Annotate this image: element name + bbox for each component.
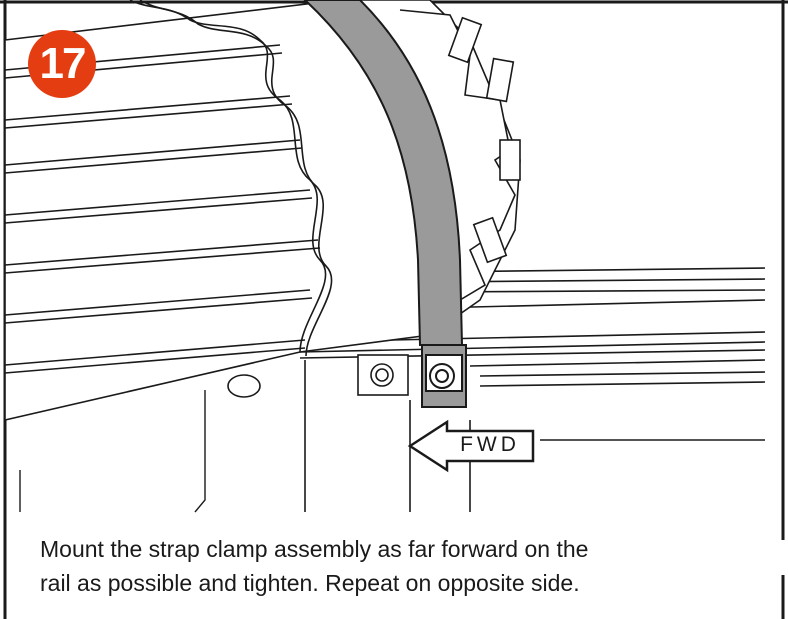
instruction-caption: Mount the strap clamp assembly as far fo… [40,532,760,600]
step-number-badge: 17 [28,30,96,98]
fwd-label: FWD [460,433,520,456]
slot [227,374,261,398]
end-ring [399,9,521,301]
clamp-left [357,354,409,396]
fwd-arrow [407,419,535,473]
caption-line-1: Mount the strap clamp assembly as far fo… [40,536,589,562]
clamp-right [421,344,467,408]
caption-line-2: rail as possible and tighten. Repeat on … [40,570,580,596]
